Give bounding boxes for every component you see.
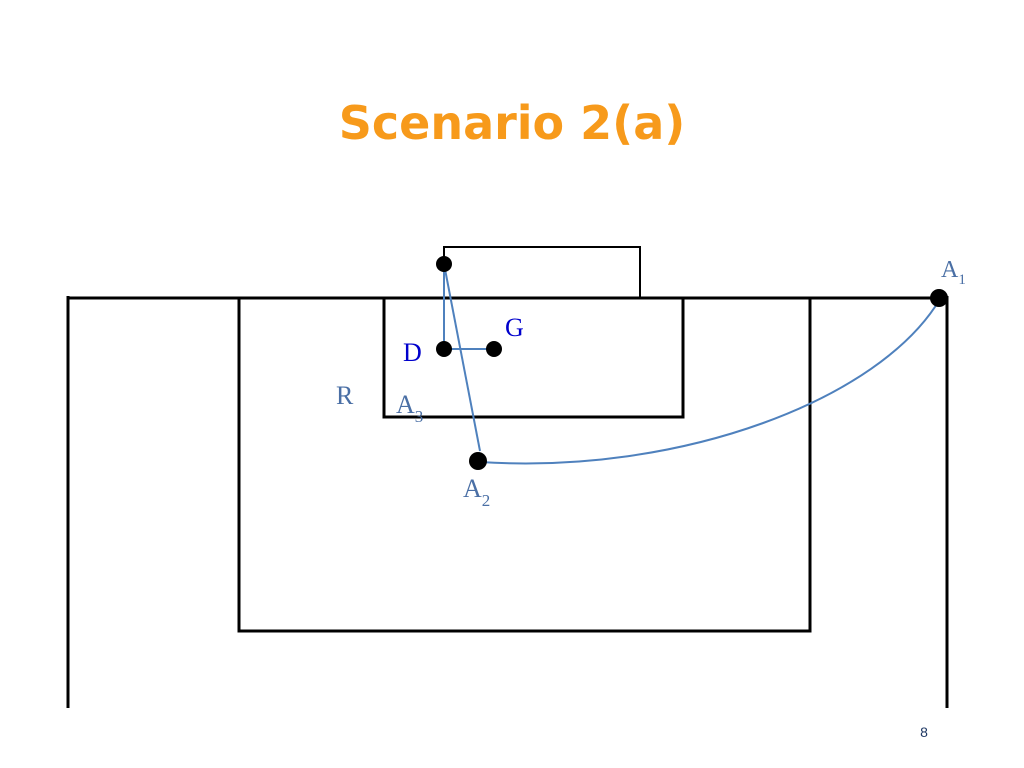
slide-title: Scenario 2(a) (338, 96, 686, 150)
player-dot-d (436, 341, 452, 357)
player-dot-g (486, 341, 502, 357)
path-a2-to-a1 (479, 298, 941, 465)
label-r: R (336, 381, 354, 410)
label-a1-sub: 1 (958, 272, 966, 288)
player-dot-top (436, 256, 452, 272)
label-d: D (403, 338, 422, 367)
path-top-to-a2 (443, 263, 481, 452)
diagram-labels: G D R A3 A2 A1 (336, 257, 966, 510)
label-a2-sub: 2 (482, 491, 491, 510)
label-a1: A1 (941, 257, 966, 288)
label-a3: A3 (396, 390, 423, 426)
label-a3-base: A (396, 390, 415, 419)
player-dot-a2 (469, 452, 487, 470)
player-dot-a1 (930, 289, 948, 307)
player-markers (436, 256, 948, 470)
label-g: G (505, 313, 524, 342)
label-a2-base: A (463, 474, 482, 503)
field-lines (66, 296, 949, 708)
label-a2: A2 (463, 474, 490, 510)
goal-net (443, 246, 641, 298)
page-number: 8 (920, 724, 928, 740)
goal-area (382, 296, 685, 419)
label-a3-sub: 3 (415, 407, 424, 426)
penalty-area (237, 296, 812, 633)
label-a1-base: A (941, 257, 959, 283)
movement-paths (443, 263, 941, 465)
